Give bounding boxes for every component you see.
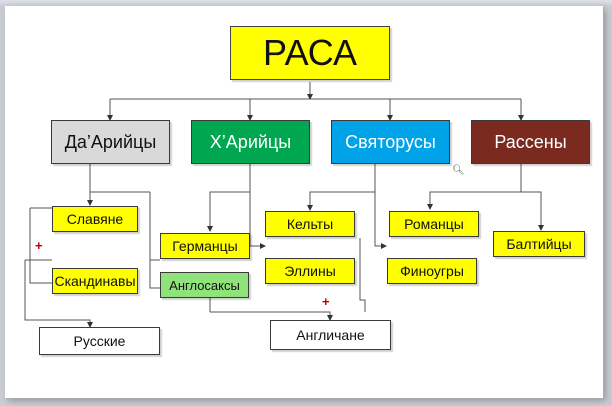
people-label: Скандинавы — [54, 273, 136, 289]
window-top-strip — [0, 0, 612, 6]
race-label: Да’Арийцы — [64, 131, 157, 152]
race-box-da-ariytsy: Да’Арийцы — [51, 120, 170, 164]
connector-to-russkie — [24, 260, 93, 328]
people-label: Финоугры — [400, 263, 464, 279]
title-box-rasa: РАСА — [230, 26, 390, 80]
people-box-kelty: Кельты — [265, 211, 355, 237]
race-box-kh-ariytsy: Х’Арийцы — [191, 120, 310, 164]
people-box-elliny: Эллины — [265, 258, 355, 284]
people-label: Англосаксы — [169, 277, 240, 293]
magnifier-cursor-icon: 🔍︎ — [452, 165, 465, 176]
connector-to-finougry — [374, 192, 387, 249]
result-label: Англичане — [296, 327, 365, 343]
connector-germ-anglo — [149, 246, 160, 261]
people-box-romantsy: Романцы — [389, 211, 479, 237]
connector-to-anglichane — [210, 311, 333, 321]
people-box-anglosaksy: Англосаксы — [160, 272, 249, 298]
people-label: Балтийцы — [506, 236, 572, 252]
connector-to-germantsy — [207, 164, 251, 232]
title-label: РАСА — [262, 32, 358, 73]
connector-kelty-anglichane — [359, 238, 366, 312]
connector-to-baltiytsy — [521, 191, 544, 231]
race-box-svyatorusy: Святорусы — [331, 120, 450, 164]
people-label: Романцы — [404, 216, 464, 232]
people-label: Эллины — [284, 263, 336, 279]
result-box-russkie: Русские — [39, 327, 160, 355]
people-box-slavyane: Славяне — [52, 206, 138, 232]
connector-slav-skand — [29, 208, 52, 284]
race-label: Святорусы — [345, 131, 436, 152]
people-box-skandinavy: Скандинавы — [52, 268, 138, 294]
race-box-rasseny: Рассены — [471, 120, 590, 164]
connector-da-bus — [89, 164, 150, 193]
people-box-germantsy: Германцы — [160, 233, 250, 259]
people-label: Германцы — [172, 238, 238, 254]
race-label: Х’Арийцы — [209, 131, 292, 152]
connector-to-romantsy — [427, 164, 522, 210]
plus-sign: + — [322, 294, 330, 309]
plus-sign: + — [35, 238, 43, 253]
people-label: Кельты — [286, 216, 334, 232]
race-label: Рассены — [494, 131, 567, 152]
result-box-anglichane: Англичане — [270, 320, 391, 350]
people-box-finougry: Финоугры — [387, 258, 477, 284]
connector-to-kelty — [307, 164, 376, 211]
connector-to-elliny-left — [249, 192, 266, 249]
people-label: Славяне — [66, 211, 124, 227]
result-label: Русские — [73, 333, 126, 349]
people-box-baltiytsy: Балтийцы — [493, 231, 585, 257]
